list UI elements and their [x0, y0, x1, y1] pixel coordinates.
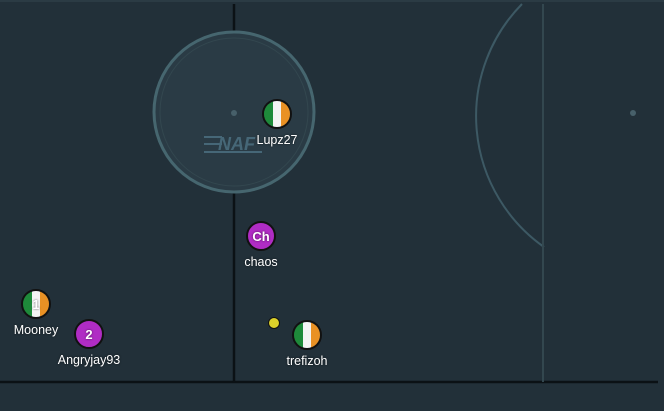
player-disc: 2 — [74, 319, 104, 349]
right-spot — [630, 110, 636, 116]
kit-stripe-orange — [311, 322, 320, 348]
kit-stripe-orange — [40, 291, 49, 317]
player-avatar: Ch — [252, 228, 270, 244]
ball-icon — [268, 317, 280, 329]
player-name: chaos — [244, 255, 278, 269]
player-disc: 1 — [21, 289, 51, 319]
player-avatar — [264, 101, 290, 127]
player-lupz27[interactable]: Lupz27 — [256, 99, 298, 147]
player-name: Mooney — [13, 323, 59, 337]
player-name: trefizoh — [286, 354, 328, 368]
player-angryjay93[interactable]: 2 Angryjay93 — [58, 319, 120, 367]
kit-stripe-white — [302, 322, 312, 348]
kit-stripe-green — [294, 322, 303, 348]
kit-stripe-white — [31, 291, 41, 317]
player-name: Angryjay93 — [57, 353, 121, 367]
naf-logo-text: NAF — [218, 134, 256, 154]
player-trefizoh[interactable]: trefizoh — [287, 320, 328, 368]
penalty-arc — [475, 3, 545, 248]
kickoff-circle-inner — [159, 37, 309, 187]
kit-stripe-green — [264, 101, 273, 127]
kit-stripe-orange — [281, 101, 290, 127]
player-avatar — [294, 322, 320, 348]
player-disc: Ch — [246, 221, 276, 251]
naf-logo: NAF — [204, 134, 262, 154]
player-chaos[interactable]: Ch chaos — [244, 221, 278, 269]
player-avatar: 2 — [85, 326, 93, 342]
player-disc — [262, 99, 292, 129]
player-avatar: 1 — [32, 296, 40, 312]
player-name: Lupz27 — [256, 133, 298, 147]
player-disc — [292, 320, 322, 350]
center-spot — [231, 110, 237, 116]
kit-stripe-green — [23, 291, 32, 317]
player-mooney[interactable]: 1 Mooney — [14, 289, 58, 337]
kit-stripe-white — [272, 101, 282, 127]
